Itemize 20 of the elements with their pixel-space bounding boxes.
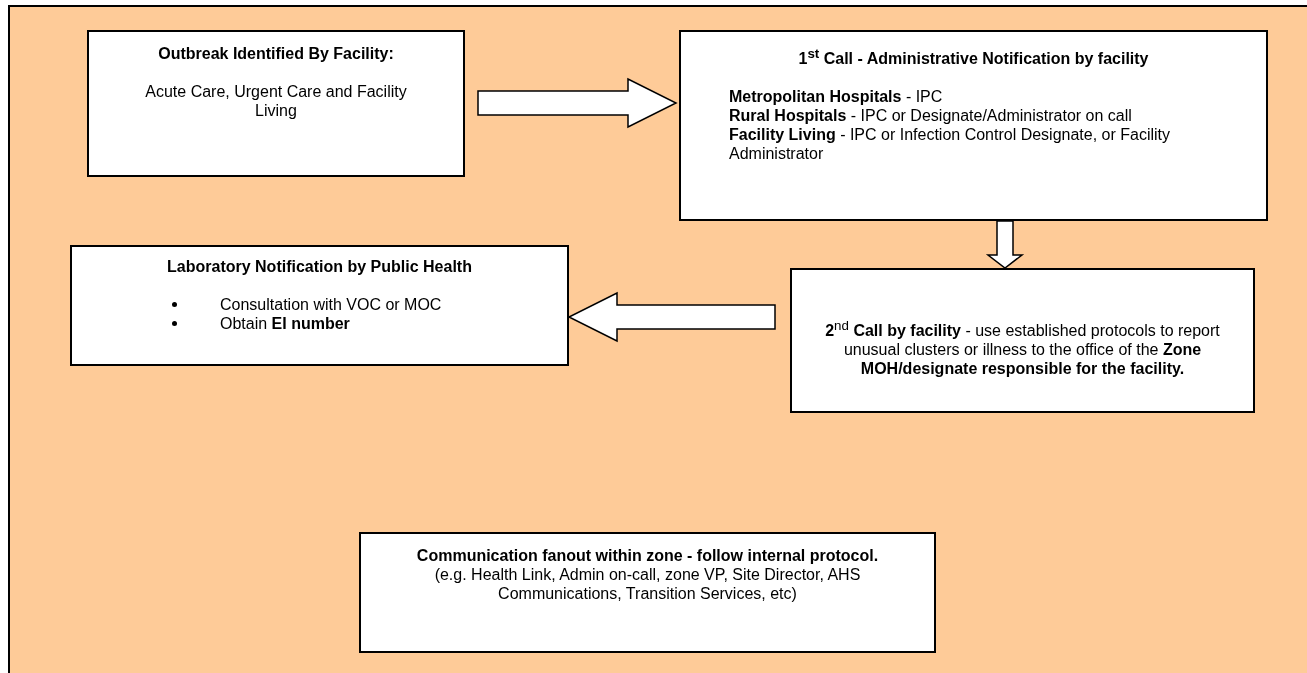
box-text: Acute Care, Urgent Care and Facility Living [144, 82, 408, 120]
process-box [790, 268, 1255, 413]
process-box [87, 30, 465, 177]
box-text: Facility Living - IPC or Infection Control Designate, or Facility Administrator [729, 125, 1172, 164]
box-heading: Outbreak Identified By Facility: [157, 44, 395, 63]
box-heading: Laboratory Notification by Public Health [166, 257, 473, 276]
block-arrow [567, 291, 776, 343]
box-heading: Communication fanout within zone - follow internal protocol. [415, 546, 880, 565]
box-text: (e.g. Health Link, Admin on-call, zone VP, Site Director, AHS Communications, Transition Services, etc) [433, 565, 862, 603]
box-heading: 1$^{st}$ Call - Administrative Notification by facility [797, 45, 1150, 69]
bullet-item: Obtain EI number [80, 314, 559, 333]
box-text: 2$^{nd}$ Call by facility - use established protocols to report unusual clusters or illness to the office of the Zone MOH/designate responsible for the facility. [824, 317, 1221, 379]
box-text: Metropolitan Hospitals - IPC [729, 87, 944, 107]
block-arrow [985, 220, 1025, 269]
process-box [359, 532, 936, 653]
block-arrow [477, 77, 678, 129]
box-text: Rural Hospitals - IPC or Designate/Administrator on call [729, 106, 1133, 126]
process-box [679, 30, 1268, 221]
process-box [70, 245, 569, 366]
bullet-item: Consultation with VOC or MOC [80, 295, 559, 314]
